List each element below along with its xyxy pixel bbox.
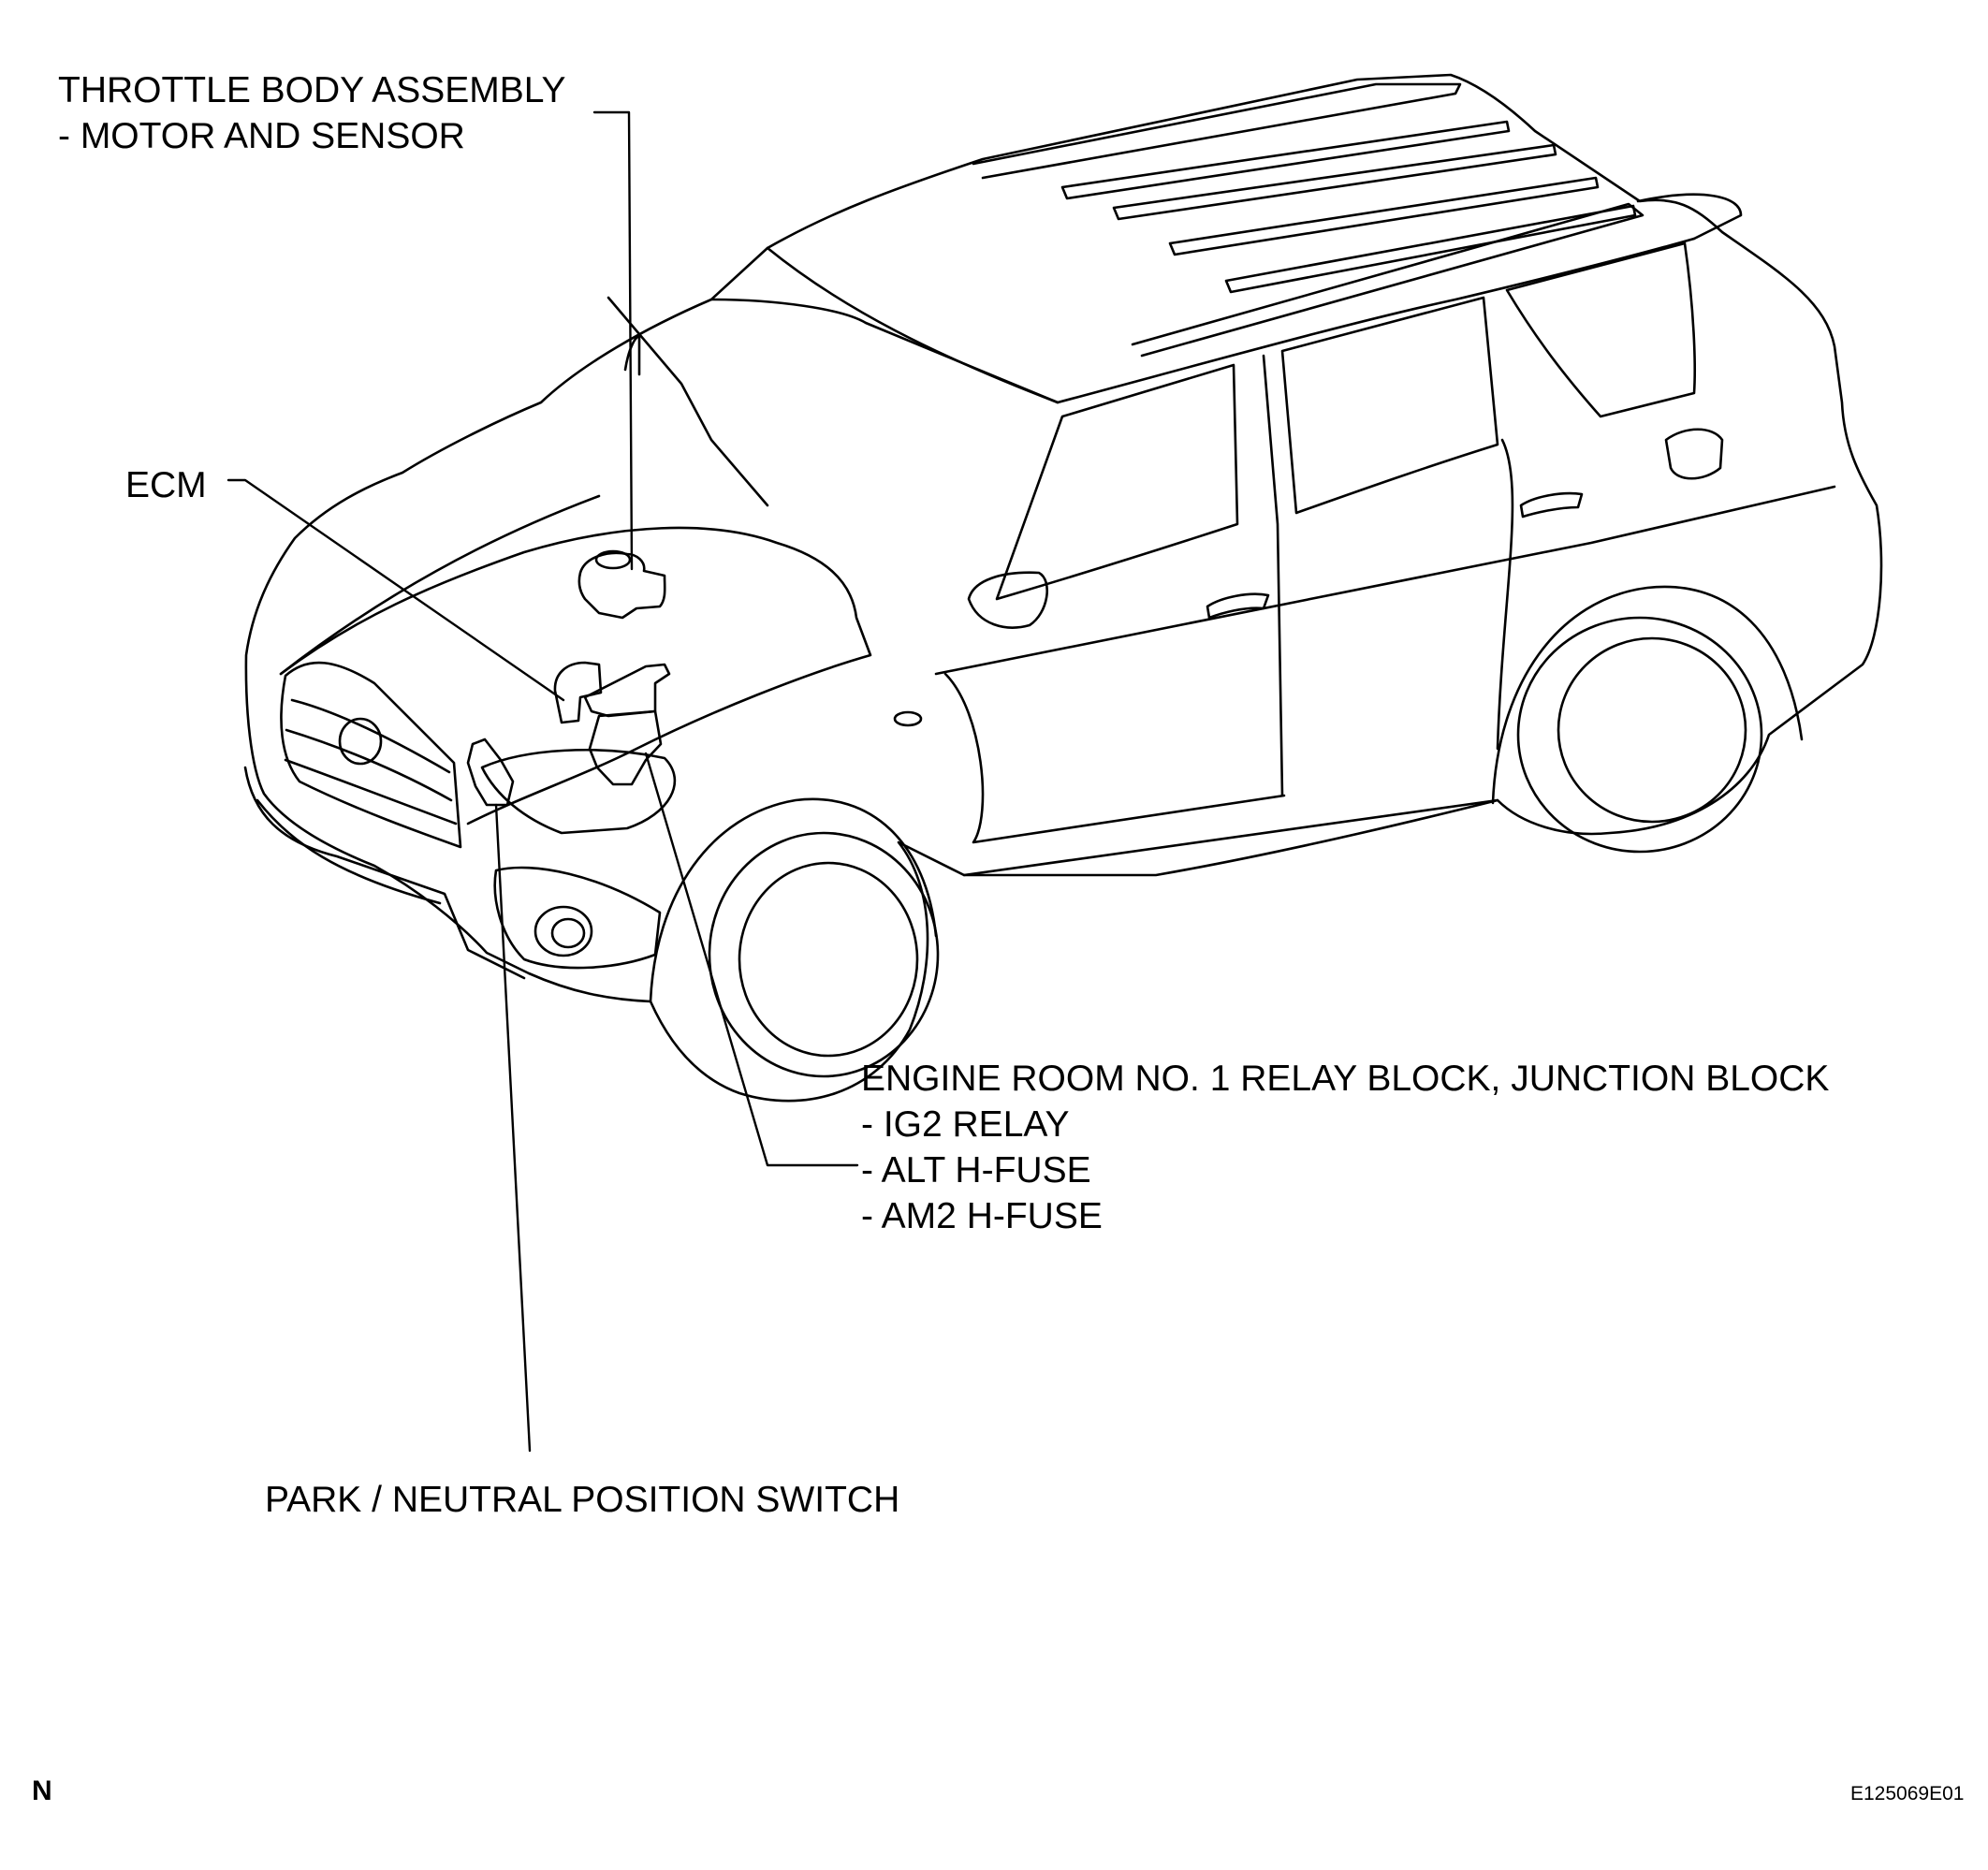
front-rim: [738, 861, 919, 1058]
rear-door-window: [1280, 296, 1499, 515]
front-emblem: [338, 717, 383, 766]
leader-lines: [227, 110, 859, 1453]
headlight: [480, 748, 677, 835]
vehicle-body-outline: [244, 73, 1883, 1103]
roof-rail-front: [972, 82, 1462, 180]
rear-wheel-arch: [1491, 585, 1804, 805]
figure-id: E125069E01: [1850, 1783, 1965, 1804]
fog-light: [534, 905, 593, 957]
side-marker: [893, 710, 923, 727]
rear-rim: [1557, 636, 1747, 824]
grille-bar: [285, 728, 453, 802]
front-door-window: [995, 363, 1239, 601]
hood-crease: [279, 494, 601, 676]
fog-light-inner: [550, 917, 586, 949]
roof-edge-line: [709, 237, 1696, 404]
front-door-handle: [1206, 592, 1270, 620]
engine-room-item: - IG2 RELAY: [861, 1104, 1070, 1145]
lower-grille: [256, 798, 442, 905]
roof-rib: [1224, 204, 1637, 294]
front-wheel-arch: [649, 797, 938, 1003]
rear-door-handle: [1519, 491, 1584, 519]
ecm-leader-line: [227, 478, 565, 702]
park-switch-component: [466, 738, 515, 807]
throttle-body-title: THROTTLE BODY ASSEMBLY: [58, 70, 566, 110]
engine-room-item: - ALT H-FUSE: [861, 1150, 1091, 1191]
side-mirror: [967, 571, 1048, 629]
roof-rib: [1112, 143, 1557, 221]
throttle-body-bore: [594, 549, 632, 570]
ecm-title: ECM: [125, 465, 207, 505]
engine-room-title: ENGINE ROOM NO. 1 RELAY BLOCK, JUNCTION …: [861, 1059, 1830, 1099]
b-pillar-line: [1262, 354, 1284, 797]
park-neutral-switch-label: PARK / NEUTRAL POSITION SWITCH: [265, 1477, 899, 1523]
vehicle-illustration: [243, 73, 1883, 1103]
ecm-label: ECM: [125, 462, 207, 508]
component-illustrations: [466, 549, 671, 807]
engine-room-item: - AM2 H-FUSE: [861, 1196, 1103, 1236]
grille-outline: [280, 661, 462, 849]
windshield-pillar: [607, 296, 769, 507]
ecm-housing: [583, 663, 671, 718]
throttle-body-label: THROTTLE BODY ASSEMBLY - MOTOR AND SENSO…: [58, 67, 566, 159]
corner-mark: N: [32, 1775, 52, 1806]
engine-room-relay-block-label: ENGINE ROOM NO. 1 RELAY BLOCK, JUNCTION …: [861, 1056, 1829, 1239]
antenna: [623, 335, 641, 376]
front-tire: [708, 831, 940, 1078]
ecm-component: [553, 661, 603, 724]
relay-block-component: [588, 709, 663, 786]
hood-outline: [279, 526, 872, 825]
throttle-body-item: - MOTOR AND SENSOR: [58, 116, 465, 156]
rear-tire: [1516, 616, 1763, 854]
throttle-body-component: [577, 551, 666, 620]
roof-rib: [1060, 120, 1511, 200]
throttle-leader-line: [592, 110, 634, 571]
front-bumper: [243, 766, 526, 980]
front-door-line: [943, 672, 1286, 844]
body-side-crease: [934, 485, 1836, 676]
windshield-base: [766, 246, 1060, 404]
roof-rail-rear: [1131, 202, 1644, 358]
fuel-door: [1664, 428, 1724, 480]
quarter-window: [1505, 241, 1696, 418]
roof-rib: [1168, 176, 1600, 256]
side-sill: [962, 798, 1499, 877]
rear-door-line: [1496, 438, 1514, 751]
rear-spoiler: [1636, 193, 1743, 241]
park-switch-leader-line: [494, 803, 532, 1453]
engine-room-leader-line: [644, 752, 859, 1167]
park-switch-title: PARK / NEUTRAL POSITION SWITCH: [265, 1480, 900, 1520]
grille-bar: [284, 758, 458, 825]
grille-bar: [290, 698, 451, 774]
